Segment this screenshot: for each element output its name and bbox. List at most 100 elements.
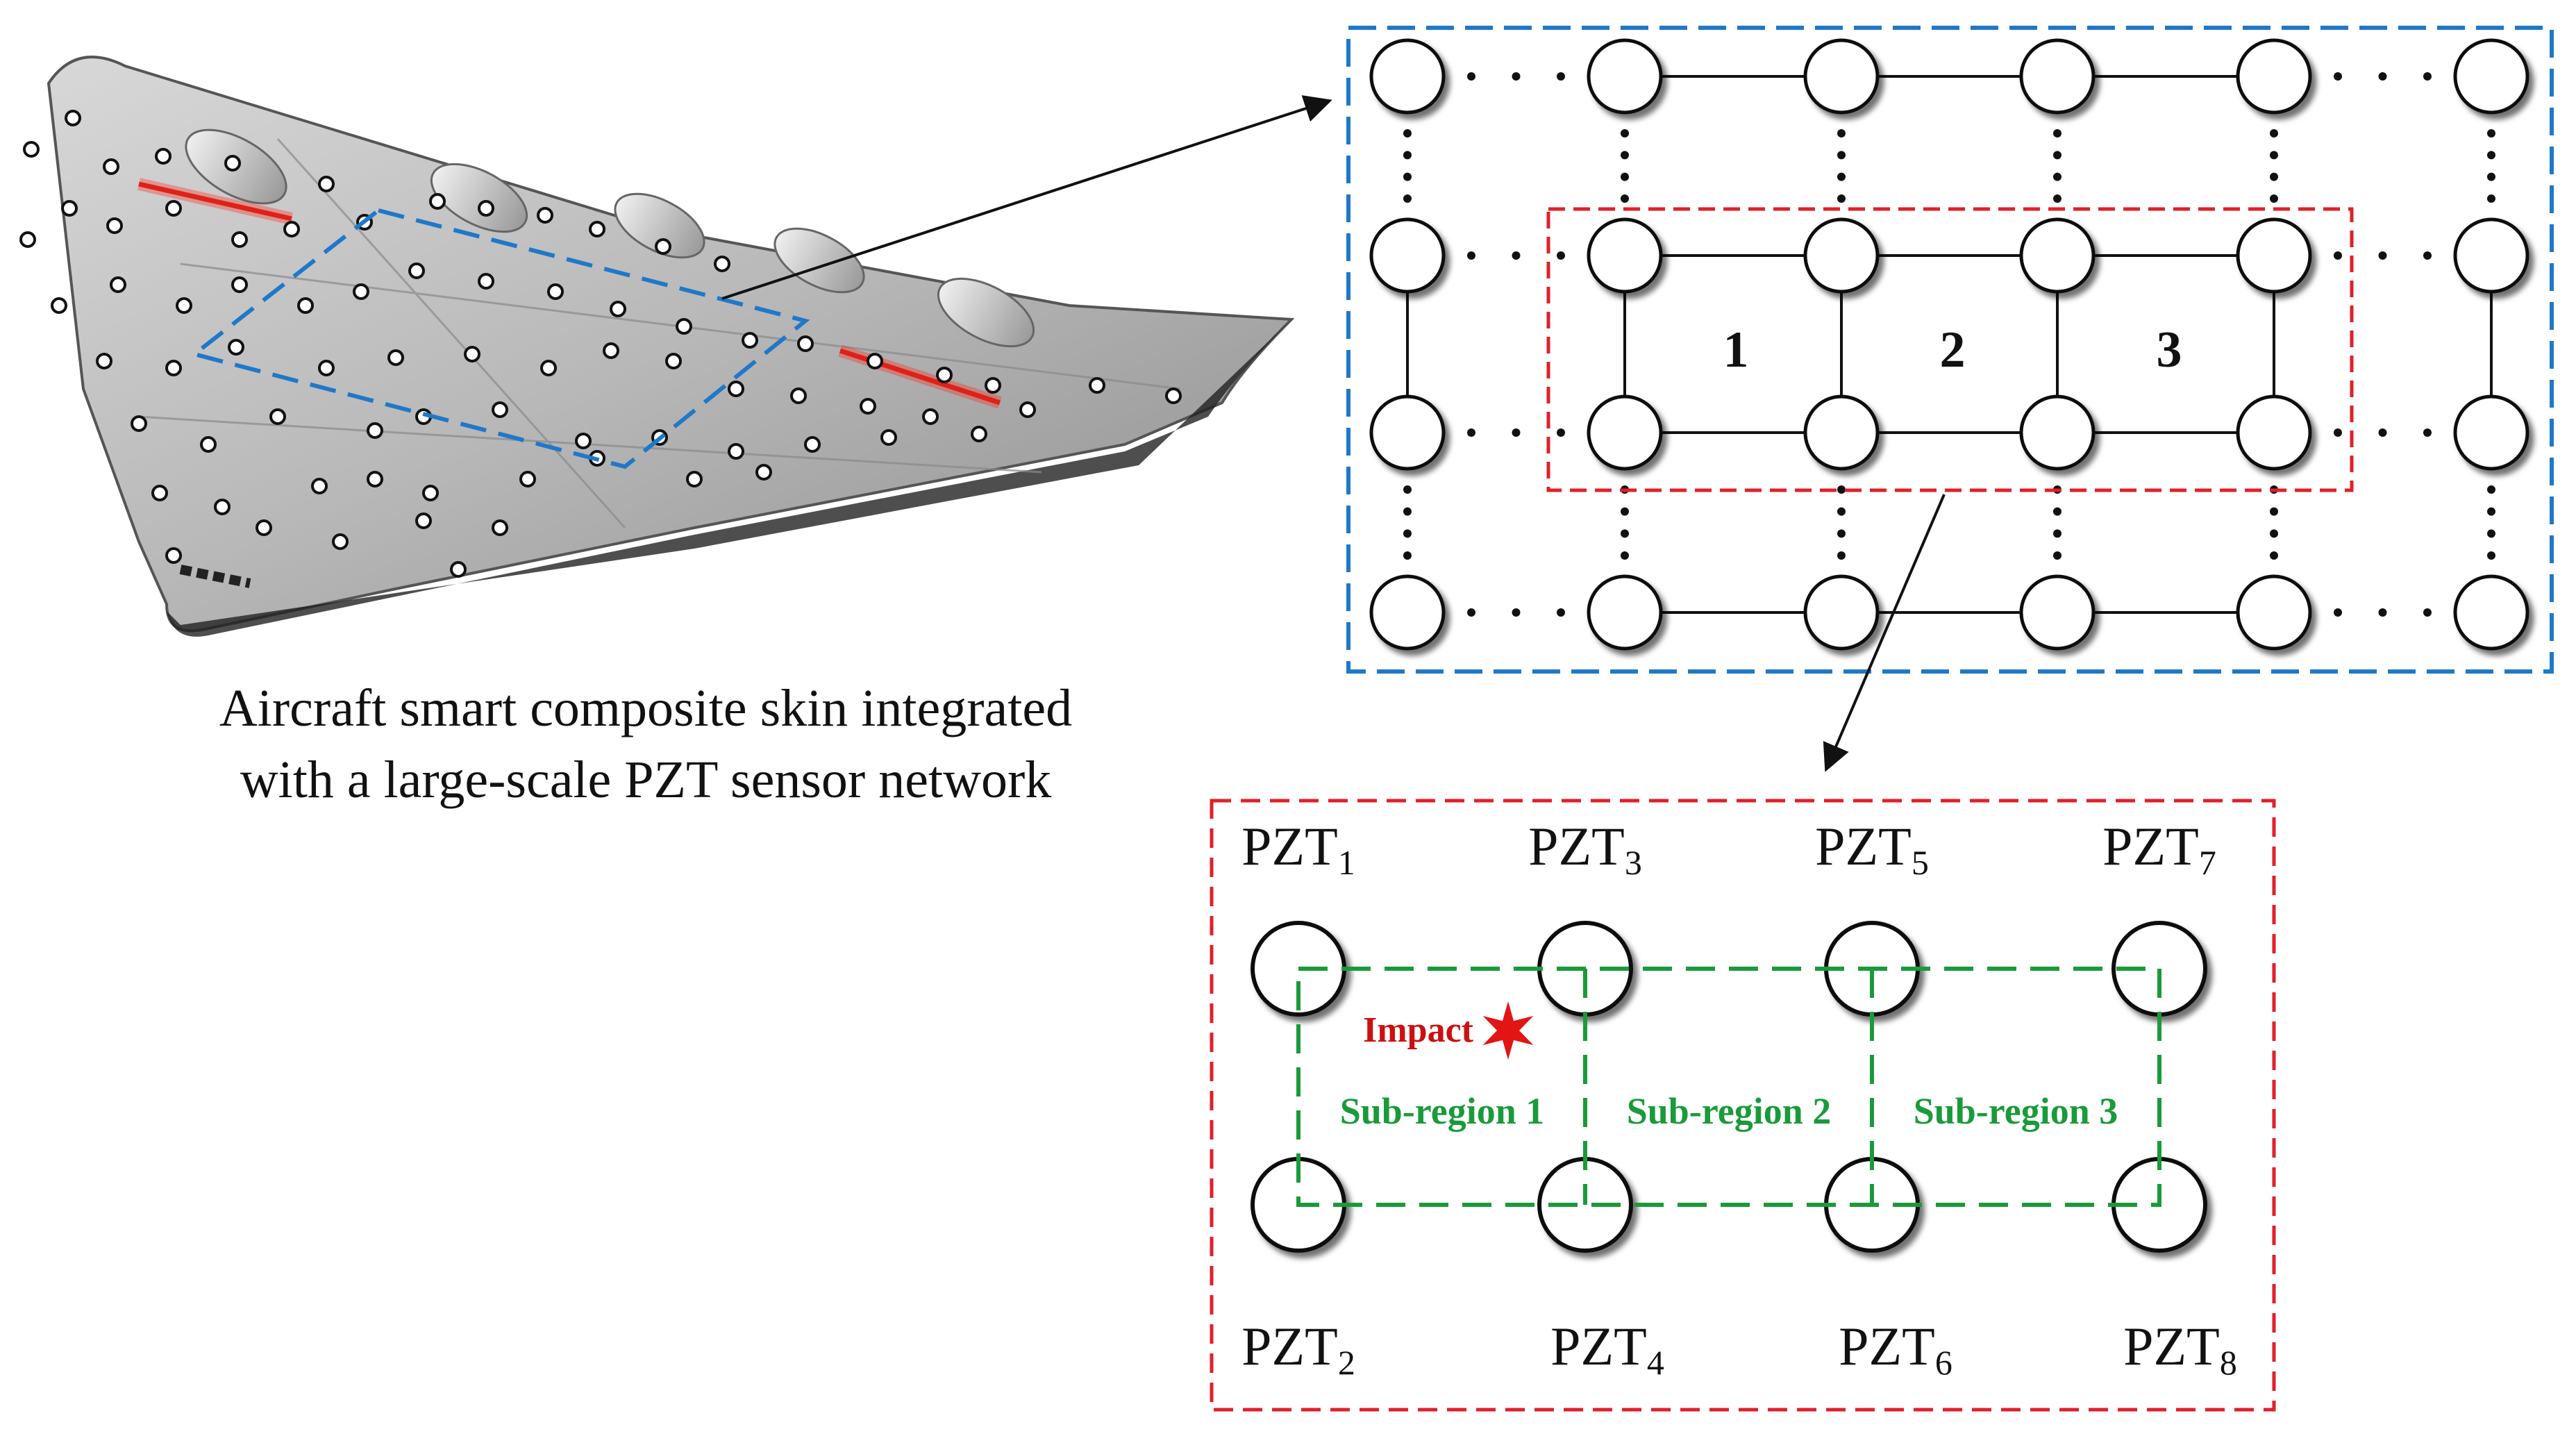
wing-sensor-dot	[797, 335, 814, 352]
network-node	[1587, 394, 1663, 471]
ellipsis-dot	[2270, 529, 2278, 538]
wing-sensor-dot	[387, 349, 404, 366]
ellipsis-dot	[1837, 129, 1846, 137]
pzt-label-subscript: 4	[1647, 1343, 1664, 1382]
ellipsis-dot	[1467, 72, 1475, 81]
subregion-label-3: Sub-region 3	[1914, 1090, 2118, 1132]
network-frame	[1346, 26, 2554, 674]
ellipsis-dot	[2053, 151, 2061, 160]
wing-sensor-dot	[415, 512, 432, 529]
ellipsis-dot	[2487, 172, 2495, 181]
ellipsis-dot	[1403, 194, 1412, 203]
subregion-label-2: Sub-region 2	[1627, 1090, 1832, 1132]
wing-sensor-dot	[408, 262, 425, 279]
ellipsis-dot	[1837, 529, 1846, 538]
aircraft-wing-illustration	[19, 56, 1295, 637]
wing-sensor-dot	[224, 155, 241, 172]
network-node	[1369, 38, 1446, 115]
network-node	[1587, 38, 1663, 115]
sensor-network-diagram: 1 2 3	[1346, 26, 2554, 674]
wing-sensor-dot	[1089, 377, 1105, 394]
pzt-label-base: PZT	[1839, 1316, 1935, 1376]
ellipsis-dot	[2378, 72, 2387, 81]
wing-sensor-dot	[165, 360, 182, 376]
wing-sensor-dot	[860, 398, 876, 415]
network-node	[1369, 574, 1446, 651]
wing-sensor-dot	[106, 217, 123, 234]
ellipsis-dot	[2423, 72, 2432, 81]
ellipsis-dot	[1557, 72, 1565, 81]
caption-line-1: Aircraft smart composite skin integrated	[219, 679, 1073, 737]
ellipsis-dot	[1403, 529, 1412, 538]
wing-sensor-dot	[575, 433, 592, 449]
pzt-label-7: PZT7	[2102, 816, 2216, 882]
pzt-label-base: PZT	[2123, 1316, 2220, 1376]
wing-sensor-dot	[971, 426, 987, 442]
ellipsis-dot	[1621, 529, 1629, 538]
wing-sensor-dot	[155, 148, 172, 165]
pzt-label-base: PZT	[1241, 816, 1338, 876]
wing-sensor-dot	[714, 256, 730, 272]
ellipsis-dot	[2053, 507, 2061, 516]
ellipsis-dot	[1403, 172, 1412, 181]
wing-sensor-dot	[23, 141, 40, 158]
ellipsis-dot	[2487, 551, 2495, 560]
ellipsis-dot	[1837, 151, 1846, 160]
ellipsis-dot	[2053, 529, 2061, 538]
wing-sensor-dot	[429, 193, 446, 210]
wing-sensor-dot	[231, 276, 248, 293]
wing-sensor-dot	[478, 200, 494, 217]
ellipsis-dot	[1403, 507, 1412, 516]
ellipsis-dot	[1512, 251, 1521, 260]
subregion-grid	[1296, 967, 2161, 1207]
ellipsis-dot	[1621, 172, 1629, 181]
pzt-label-subscript: 7	[2199, 843, 2216, 882]
pzt-label-subscript: 6	[1935, 1343, 1952, 1382]
wing-sensor-dot	[936, 367, 953, 383]
network-node	[2453, 38, 2529, 115]
ellipsis-dot	[1403, 551, 1412, 560]
pzt-label-5: PZT5	[1815, 816, 1929, 882]
caption-line-2: with a large-scale PZT sensor network	[240, 751, 1052, 809]
ellipsis-dot	[1467, 608, 1475, 617]
ellipsis-dot	[2053, 172, 2061, 181]
wing-sensor-dot	[318, 360, 335, 376]
network-node	[1803, 38, 1880, 115]
wing-sensor-dot	[19, 231, 36, 248]
wing-sensor-dot	[742, 332, 758, 349]
pzt-label-subscript: 1	[1338, 843, 1355, 882]
ellipsis-dot	[2270, 172, 2278, 181]
pzt-label-subscript: 8	[2220, 1343, 2237, 1382]
region-label-1: 1	[1723, 322, 1749, 378]
wing-sensor-dot	[728, 381, 744, 397]
ellipsis-dot	[1403, 151, 1412, 160]
wing-sensor-dot	[311, 478, 328, 494]
wing-sensor-dot	[200, 436, 217, 453]
arrow-wing-to-network	[721, 95, 1332, 300]
wing-sensor-dot	[519, 471, 536, 487]
pzt-label-6: PZT6	[1839, 1316, 1952, 1382]
wing-sensor-dot	[51, 297, 67, 314]
wing-sensor-dot	[450, 561, 467, 578]
ellipsis-dot	[2487, 529, 2495, 538]
wing-sensor-dot	[131, 415, 147, 432]
arrow-network-to-detail	[1823, 494, 1946, 772]
ellipsis-dot	[1557, 608, 1565, 617]
wing-sensor-dot	[655, 238, 671, 255]
wing-sensor-dot	[65, 110, 81, 126]
wing-sensor-dot	[880, 429, 897, 446]
pzt-label-2: PZT2	[1241, 1316, 1355, 1382]
ellipsis-dot	[2053, 551, 2061, 560]
network-node	[2019, 574, 2096, 651]
cockpit-windows	[179, 565, 251, 588]
ellipsis-dot	[2334, 251, 2342, 260]
network-node	[1369, 394, 1446, 471]
ellipsis-dot	[2334, 428, 2342, 437]
network-node	[2236, 574, 2312, 651]
ellipsis-dot	[1512, 428, 1521, 437]
ellipsis-dot	[2270, 507, 2278, 516]
pzt-label-4: PZT4	[1550, 1316, 1664, 1382]
ellipsis-dot	[2487, 194, 2495, 203]
pzt-label-subscript: 2	[1338, 1343, 1355, 1382]
